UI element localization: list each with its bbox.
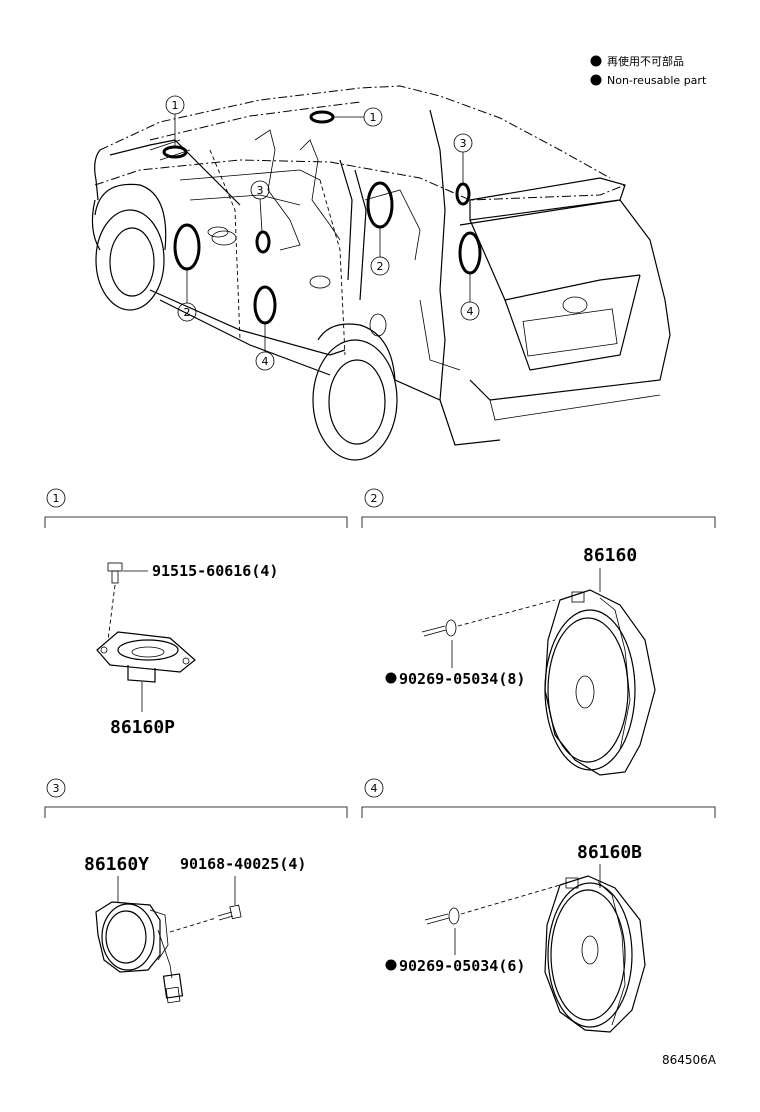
tweeter-86160p bbox=[96, 631, 196, 683]
speaker-86160y bbox=[95, 901, 184, 1004]
svg-text:4: 4 bbox=[262, 355, 269, 368]
legend-en: Non-reusable part bbox=[607, 74, 707, 87]
callout-4b: 4 bbox=[460, 301, 480, 321]
front-door-speaker-ring bbox=[173, 223, 201, 271]
section-1: 1 91515-60616(4) 86160P bbox=[44, 488, 348, 738]
svg-text:1: 1 bbox=[172, 99, 179, 112]
svg-text:3: 3 bbox=[257, 184, 264, 197]
part-86160y: 86160Y bbox=[84, 854, 149, 875]
part-86160: 86160 bbox=[583, 545, 637, 566]
callout-1a: 1 bbox=[165, 95, 185, 115]
part-86160p: 86160P bbox=[110, 717, 175, 738]
non-reusable-dot-icon bbox=[590, 55, 602, 67]
diagram-code: 864506A bbox=[662, 1053, 717, 1067]
part-90269-05034-6: 90269-05034(6) bbox=[399, 957, 525, 975]
section-4: 4 86160B 90269-05034(6) bbox=[361, 778, 716, 1033]
section-3-number: 3 bbox=[53, 782, 60, 795]
legend-jp: 再使用不可部品 bbox=[607, 54, 684, 68]
part-90168-40025: 90168-40025(4) bbox=[180, 855, 306, 873]
callout-4a: 4 bbox=[255, 351, 275, 371]
rivet-90269-8 bbox=[421, 619, 457, 637]
callout-2b: 2 bbox=[370, 256, 390, 276]
non-reusable-dot-icon bbox=[590, 74, 602, 86]
vehicle-illustration: 1 1 2 2 3 3 4 4 bbox=[91, 85, 671, 461]
bolt-91515 bbox=[107, 562, 123, 584]
screw-90168 bbox=[217, 904, 242, 921]
callout-2a: 2 bbox=[177, 302, 197, 322]
svg-text:2: 2 bbox=[377, 260, 384, 273]
non-reusable-dot-icon bbox=[385, 959, 397, 971]
section-1-number: 1 bbox=[53, 492, 60, 505]
svg-text:2: 2 bbox=[184, 306, 191, 319]
rear-door-speaker-ring bbox=[366, 181, 394, 229]
section-3: 3 86160Y 90168-40025(4) bbox=[44, 778, 348, 1004]
front-tweeter-ring bbox=[162, 145, 188, 159]
rear-quarter-speaker-ring bbox=[458, 231, 482, 275]
front-door-small-ring bbox=[255, 230, 271, 254]
non-reusable-dot-icon bbox=[385, 672, 397, 684]
callout-3a: 3 bbox=[250, 180, 270, 200]
front-lower-speaker-ring bbox=[253, 285, 277, 325]
legend: 再使用不可部品 Non-reusable part bbox=[590, 54, 707, 87]
section-4-number: 4 bbox=[371, 782, 378, 795]
section-2-number: 2 bbox=[371, 492, 378, 505]
svg-text:3: 3 bbox=[460, 137, 467, 150]
part-90269-05034-8: 90269-05034(8) bbox=[399, 670, 525, 688]
speaker-86160 bbox=[544, 589, 656, 776]
section-2: 2 86160 90269-05034(8) bbox=[361, 488, 716, 776]
part-86160b: 86160B bbox=[577, 842, 642, 863]
svg-text:1: 1 bbox=[370, 111, 377, 124]
svg-text:4: 4 bbox=[467, 305, 474, 318]
rear-tweeter-ring bbox=[309, 110, 335, 124]
rivet-90269-6 bbox=[424, 907, 460, 925]
speaker-86160b bbox=[544, 875, 646, 1033]
callout-1b: 1 bbox=[363, 107, 383, 127]
quarter-small-ring bbox=[455, 182, 471, 206]
callout-3b: 3 bbox=[453, 133, 473, 153]
part-91515-60616: 91515-60616(4) bbox=[152, 562, 278, 580]
